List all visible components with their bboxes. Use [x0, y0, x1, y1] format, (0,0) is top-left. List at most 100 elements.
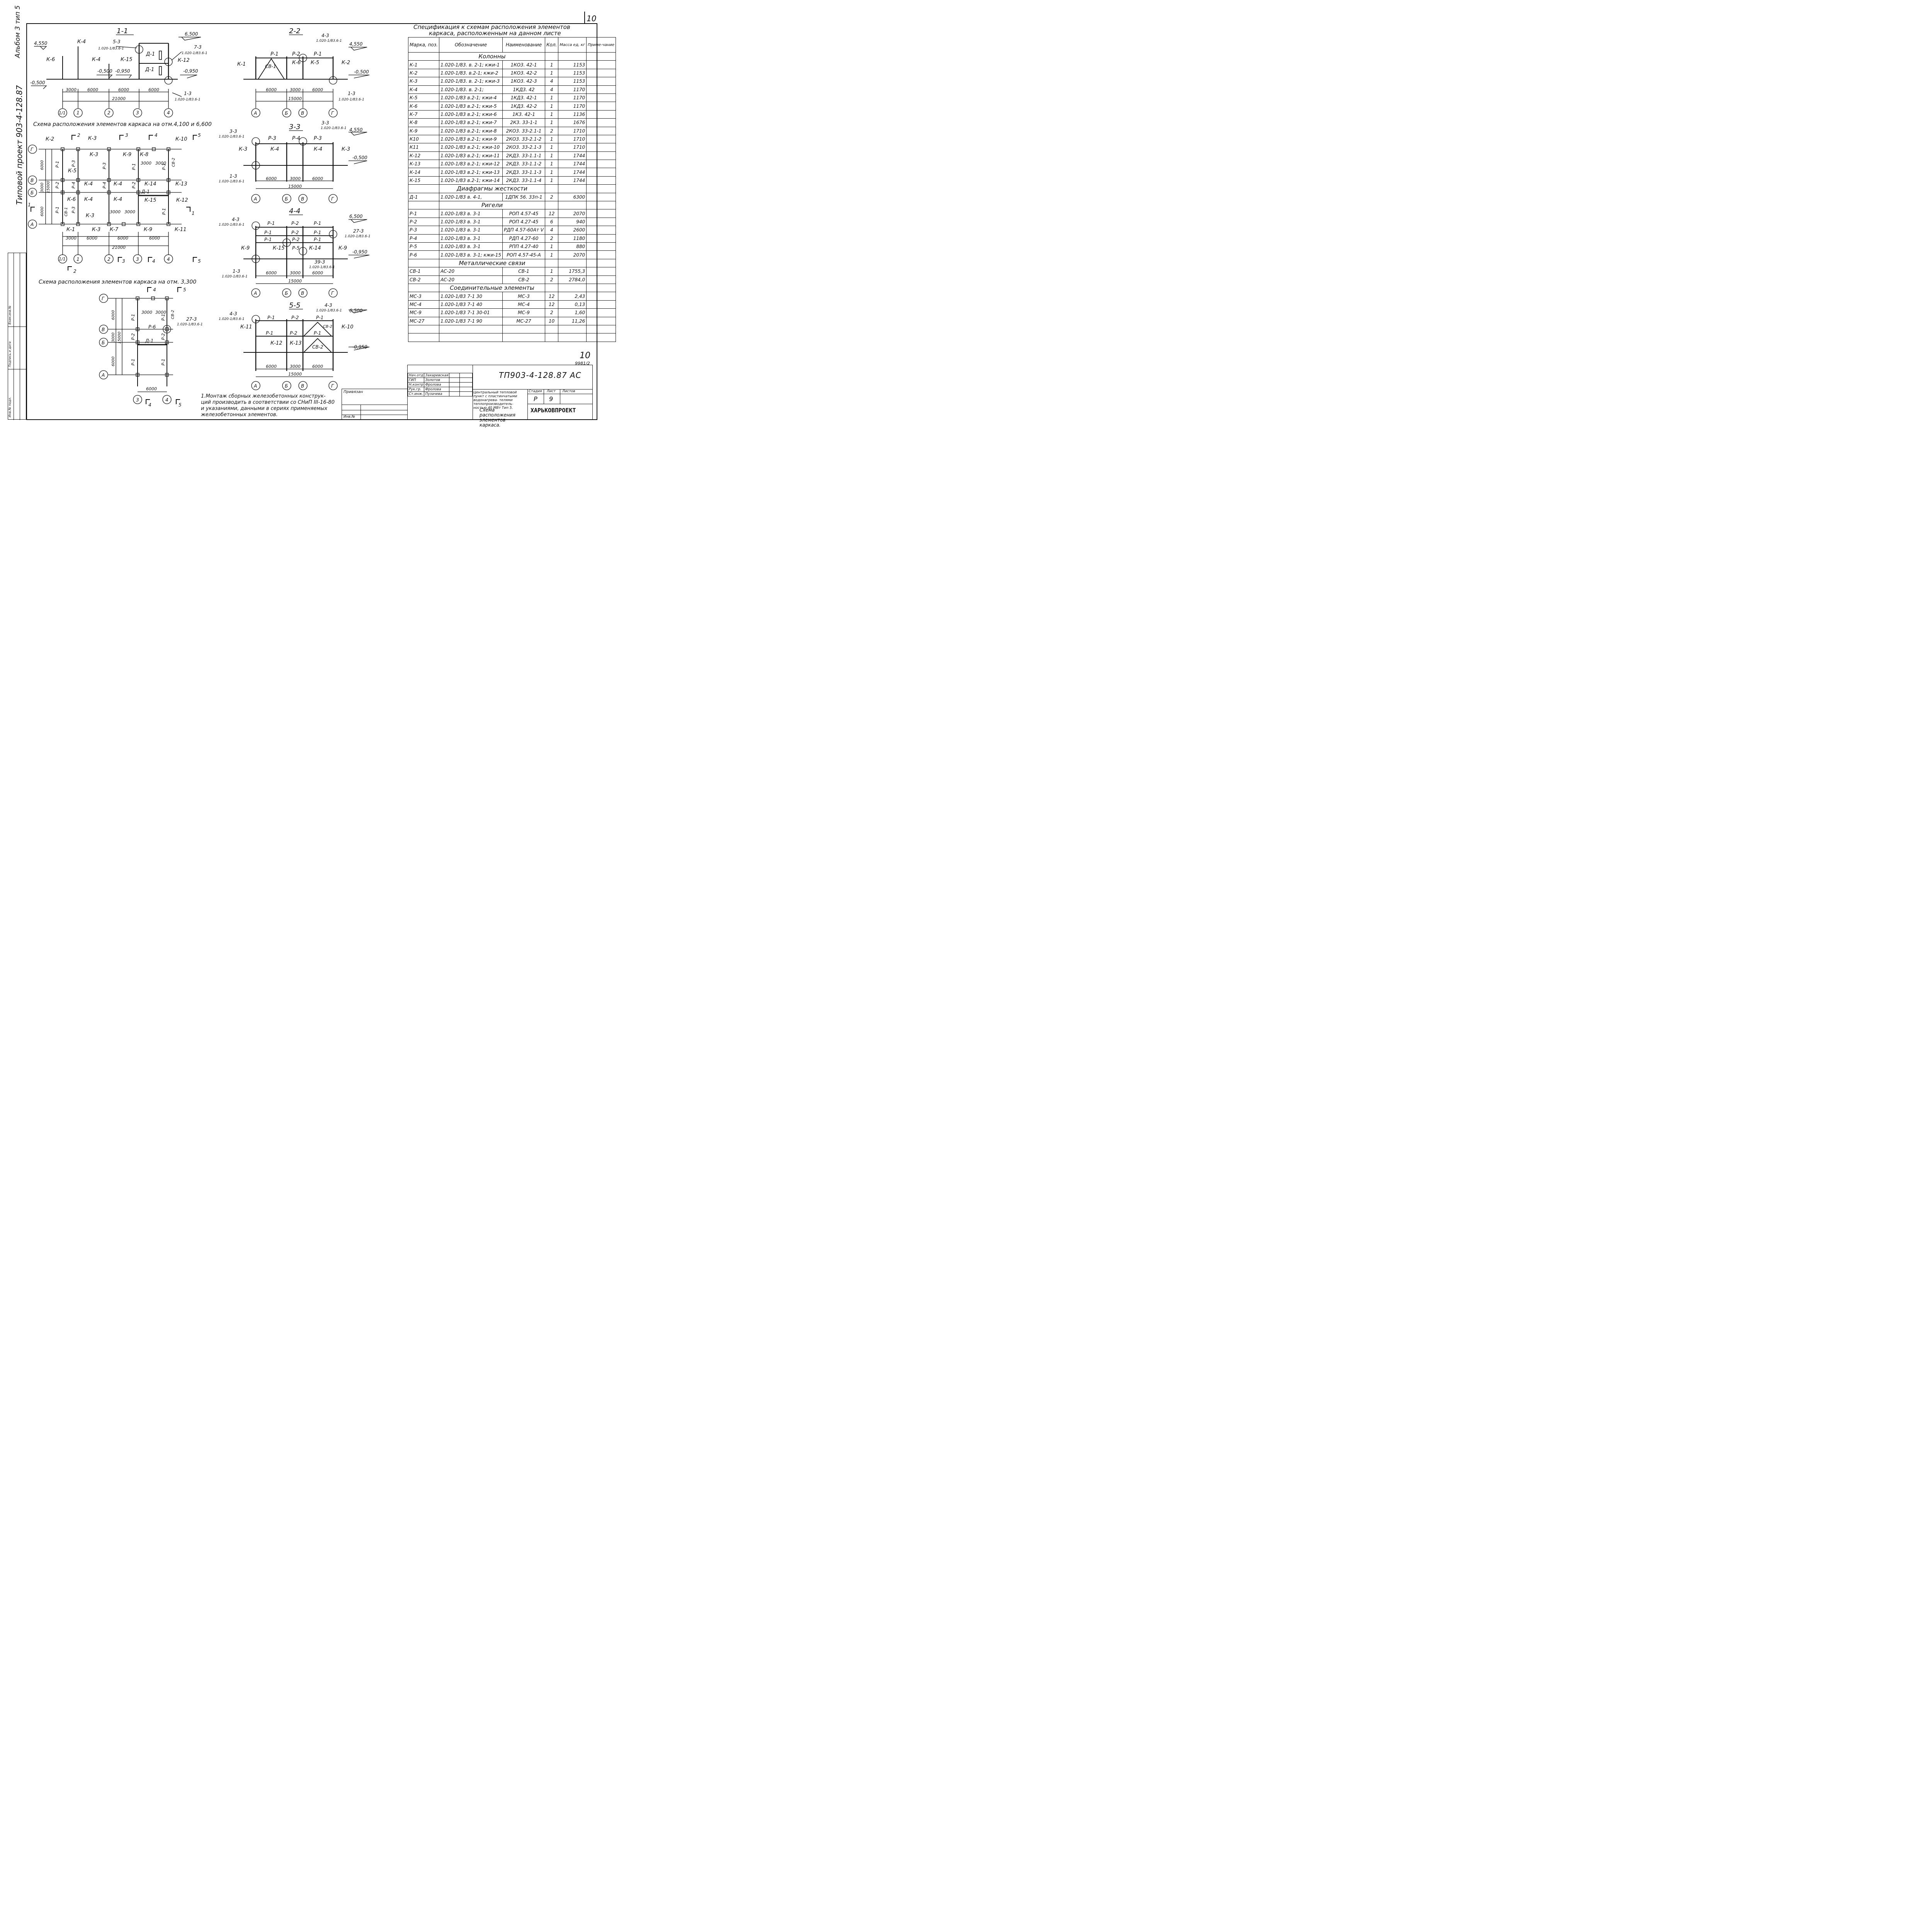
- s4-r2a: Р-2: [291, 221, 299, 226]
- s4-r5: Р-5: [292, 245, 299, 251]
- spec-cell-qty: 12: [544, 300, 559, 309]
- s4-r1d: Р-1: [314, 230, 321, 235]
- pb-beam-r1a: Р-1: [131, 314, 136, 321]
- section-1-1: [31, 37, 201, 117]
- spec-empty-cell: [558, 52, 587, 61]
- spec-cell-mark: К10: [408, 134, 439, 144]
- spec-cell-mark: К-4: [408, 85, 439, 94]
- spec-section-row: Колонны: [408, 52, 616, 61]
- s5-n43b: 4-3: [325, 303, 332, 308]
- s4-level-6500: 6,500: [349, 214, 363, 219]
- pt-span-1: 3000: [66, 236, 77, 241]
- s5-ref2: 1.020-1/83.6-1: [316, 309, 342, 313]
- spec-cell-code: 1.020-1/83 в.2-1; кжи-7: [439, 118, 503, 127]
- s2-level-0500: -0,500: [354, 69, 369, 75]
- s5-level-6500: 6,500: [349, 308, 363, 313]
- pb-d1: Д-1: [145, 338, 153, 344]
- spec-h-mass: Масса ед, кг: [558, 37, 587, 53]
- spec-cell-qty: 1: [544, 60, 559, 69]
- pt-axis-3: 3: [136, 257, 139, 262]
- spec-cell-qty: 2: [544, 234, 559, 243]
- spec-cell-note: [586, 209, 616, 218]
- spec-cell-mark: К-13: [408, 160, 439, 168]
- spec-empty-cell: [586, 283, 616, 293]
- spec-cell-mass: 2070: [558, 250, 587, 259]
- spec-cell-mark: К-5: [408, 93, 439, 102]
- spec-cell-mark: К-15: [408, 176, 439, 185]
- s3-n33b: 3-3: [321, 120, 329, 126]
- spec-cell-mass: 1153: [558, 60, 587, 69]
- s5-n43a: 4-3: [230, 311, 237, 316]
- spec-cell-mass: 2784,0: [558, 275, 587, 284]
- spec-cell-mark: Р-5: [408, 242, 439, 251]
- spec-cell-mark: МС-9: [408, 308, 439, 317]
- spec-empty-cell: [544, 52, 559, 61]
- pt-axis-4: 4: [167, 257, 170, 262]
- spec-cell-mass: 2070: [558, 209, 587, 218]
- signature-date: [459, 387, 473, 392]
- s4-k14: К-14: [309, 245, 321, 251]
- section-5-title: 5-5: [289, 301, 300, 310]
- spec-cell-code: 1.020-1/83 7-1 30: [439, 292, 503, 301]
- pb-dim-2: 3000: [155, 310, 166, 315]
- spec-cell-name: 2К3. 33-1-1: [502, 118, 545, 127]
- pt-k1: К-1: [66, 227, 75, 233]
- spec-cell-qty: 1: [544, 68, 559, 78]
- pt-k8: К-8: [140, 152, 148, 158]
- spec-empty-cell: [544, 184, 559, 193]
- spec-cell-code: 1.020-1/83 в.2-1; кжи-12: [439, 160, 503, 168]
- page-number-tick: [584, 12, 585, 23]
- s2-k2: К-2: [342, 60, 350, 66]
- s2-axis-a: А: [253, 111, 257, 116]
- spec-cell-mass: 1744: [558, 176, 587, 185]
- pt-vdim-2: 3000: [40, 183, 44, 192]
- spec-cell-mass: 6300: [558, 192, 587, 202]
- spec-cell-mark: К-6: [408, 102, 439, 111]
- s5-r2b: Р-2: [290, 330, 297, 336]
- s3-dim-1: 6000: [266, 176, 277, 181]
- s5-r1d: Р-1: [314, 330, 321, 336]
- spec-cell-code: 1.020-1/83 в.2-1; кжи-11: [439, 151, 503, 160]
- pt-k3a: К-3: [88, 136, 97, 141]
- spec-cell-mark: Д-1: [408, 192, 439, 202]
- spec-cell-note: [586, 93, 616, 102]
- pt-span-4: 6000: [149, 236, 160, 241]
- pt-cut-2: 2: [77, 133, 80, 138]
- spec-cell-name: СВ-2: [502, 275, 545, 284]
- s2-axis-b: Б: [285, 111, 288, 116]
- spec-cell-mark: Р-2: [408, 217, 439, 226]
- spec-cell-qty: 4: [544, 85, 559, 94]
- s3-k4a: К-4: [270, 146, 279, 152]
- s3-r3a: Р-3: [268, 136, 276, 141]
- spec-section-mark-cell: [408, 52, 439, 61]
- pb-dim-3: 6000: [146, 386, 157, 391]
- s4-dim-2: 3000: [290, 270, 301, 276]
- spec-cell-name: 1КД3. 42: [502, 85, 545, 94]
- s3-dim-total: 15000: [288, 184, 302, 189]
- pt-beam-r2b: Р-2: [131, 182, 136, 189]
- spec-cell-name: МС-27: [502, 316, 545, 325]
- plan-bottom: [99, 287, 182, 404]
- spec-cell-code: 1.020-1/83 в. 3-1: [439, 234, 503, 243]
- pt-beam-r3b: Р-3: [102, 162, 107, 169]
- spec-cell-code: 1.020-1/83. в. 2-1; кжи-1: [439, 60, 503, 69]
- s2-level-4550: 4,550: [349, 41, 363, 47]
- spec-empty-cell: [586, 184, 616, 193]
- pb-axis-v: В: [102, 327, 105, 332]
- plan-top: [28, 135, 197, 270]
- plan-top-title: Схема расположения элементов каркаса на …: [33, 121, 212, 128]
- s4-r1f: Р-1: [314, 237, 321, 242]
- spec-cell-qty: 1: [544, 168, 559, 177]
- s3-k3a: К-3: [239, 146, 247, 152]
- pb-cut-4: 4: [153, 287, 156, 293]
- s4-ref4: 1.020-1/83.6-1: [222, 275, 248, 279]
- s3-ref3: 1.020-1/83.6-1: [219, 180, 245, 184]
- s1-dim-3: 6000: [118, 87, 129, 92]
- s2-axis-g: Г: [331, 111, 334, 116]
